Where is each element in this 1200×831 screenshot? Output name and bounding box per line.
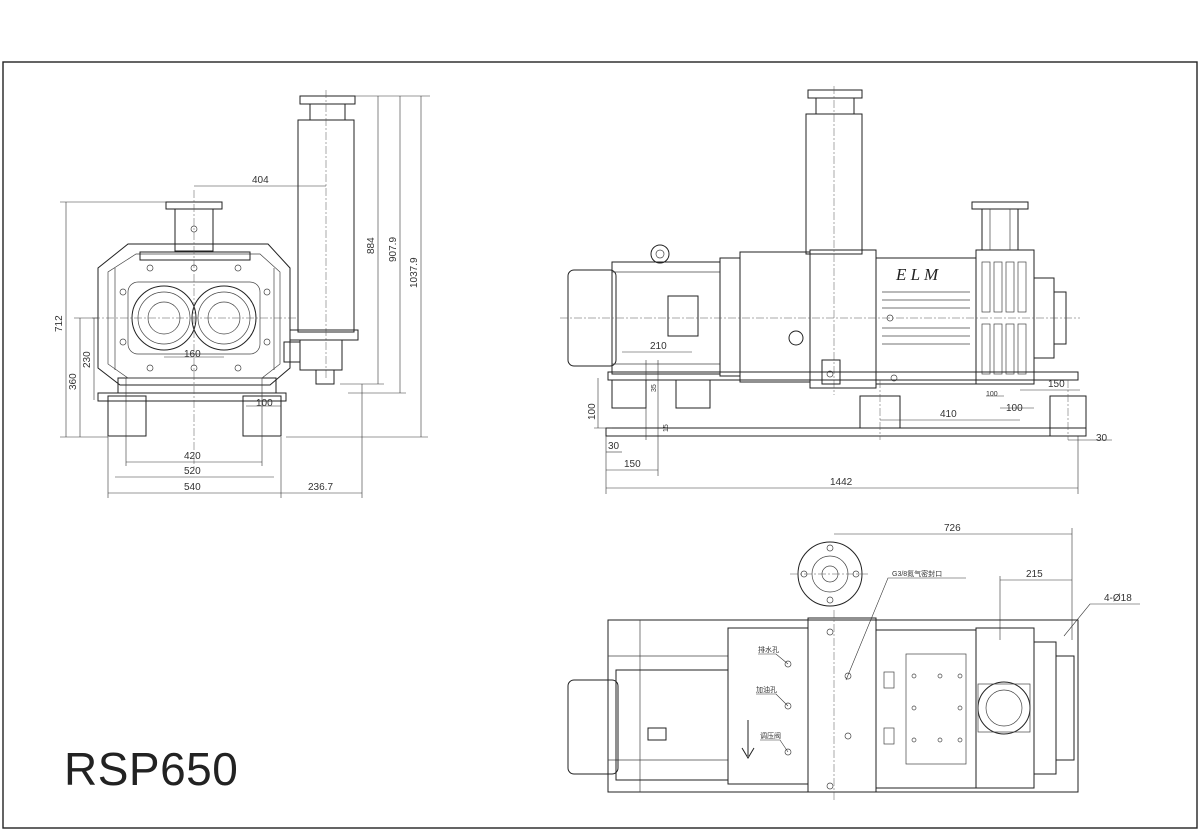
holes-label: 4-Ø18	[1104, 593, 1132, 604]
dim-15: 15	[663, 424, 670, 432]
dim-420: 420	[184, 451, 201, 462]
dim-1442: 1442	[830, 477, 853, 488]
top-view-dimensions: 726 215 4-Ø18 G3/8氮气密封口 排水孔 加油孔 调压阀	[756, 523, 1140, 753]
gas-port-label: G3/8氮气密封口	[892, 569, 942, 578]
front-view-dimensions: 404 884 907.9 1037.9 712 360 230 160 100	[54, 95, 430, 498]
dim-230: 230	[82, 351, 93, 368]
dim-100a: 100	[587, 403, 598, 420]
front-view	[92, 90, 359, 470]
dim-404: 404	[252, 175, 269, 186]
dim-540: 540	[184, 482, 201, 493]
dim-30b: 30	[1096, 433, 1108, 444]
dim-160: 160	[184, 349, 201, 360]
dim-35: 35	[651, 384, 658, 392]
fill-label: 加油孔	[756, 685, 777, 694]
dim-150b: 150	[1048, 379, 1065, 390]
top-view	[567, 541, 1079, 800]
drawing-border	[2, 61, 1198, 829]
dim-100b: 100	[1006, 403, 1023, 414]
dim-520: 520	[184, 466, 201, 477]
dim-100: 100	[256, 398, 273, 409]
dim-100c: 100	[986, 391, 998, 398]
dim-210: 210	[650, 341, 667, 352]
side-view: E L M	[560, 86, 1087, 440]
dim-884: 884	[366, 237, 377, 254]
valve-label: 调压阀	[760, 731, 781, 740]
model-title: RSP650	[64, 743, 239, 795]
brand-mark: E L M	[895, 265, 939, 284]
dim-1037: 1037.9	[409, 257, 420, 288]
dim-236: 236.7	[308, 482, 333, 493]
dim-726: 726	[944, 523, 961, 534]
dim-215: 215	[1026, 569, 1043, 580]
drain-label: 排水孔	[758, 645, 779, 654]
dim-907: 907.9	[388, 237, 399, 262]
dim-712: 712	[54, 315, 65, 332]
dim-150a: 150	[624, 459, 641, 470]
dim-410: 410	[940, 409, 957, 420]
side-view-dimensions: 210 100 30 150 35 15 410 150 100 30 1442…	[587, 341, 1112, 494]
dim-360: 360	[68, 373, 79, 390]
dim-30a: 30	[608, 441, 620, 452]
